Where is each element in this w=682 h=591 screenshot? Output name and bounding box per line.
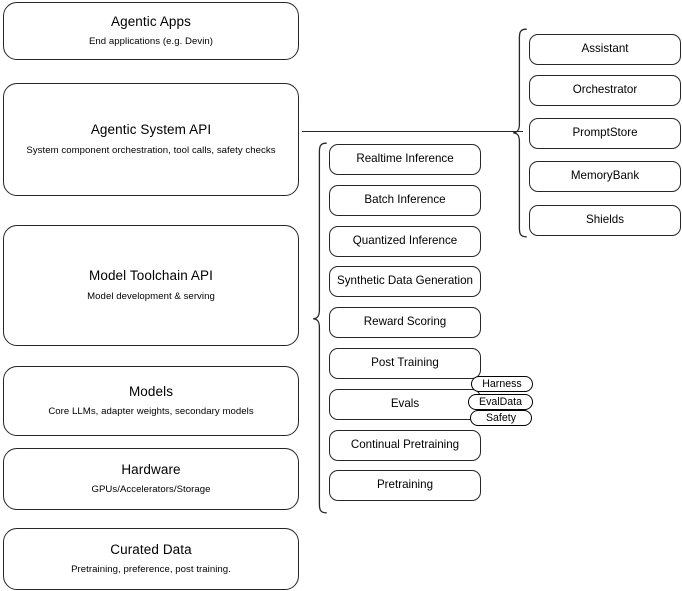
system-component-assistant[interactable]: Assistant: [529, 34, 681, 65]
connector-line-system-api-to-components: [302, 131, 523, 132]
evals-badge-evaldata[interactable]: EvalData: [468, 394, 533, 410]
capability-batch-inference[interactable]: Batch Inference: [329, 185, 481, 216]
layer-subtitle: Core LLMs, adapter weights, secondary mo…: [48, 406, 254, 418]
layer-title: Hardware: [121, 461, 181, 477]
capability-label: Batch Inference: [364, 193, 446, 207]
capability-post-training[interactable]: Post Training: [329, 348, 481, 379]
system-component-label: PromptStore: [572, 126, 638, 140]
layer-subtitle: GPUs/Accelerators/Storage: [91, 484, 211, 496]
layer-card-agentic-system-api[interactable]: Agentic System API System component orch…: [3, 83, 299, 196]
system-component-shields[interactable]: Shields: [529, 205, 681, 236]
capability-pretraining[interactable]: Pretraining: [329, 470, 481, 501]
layer-card-models[interactable]: Models Core LLMs, adapter weights, secon…: [3, 366, 299, 436]
evals-badge-label: EvalData: [479, 395, 522, 408]
capability-reward-scoring[interactable]: Reward Scoring: [329, 307, 481, 338]
capability-label: Post Training: [371, 356, 439, 370]
layer-title: Models: [128, 383, 174, 399]
evals-badge-label: Harness: [482, 377, 522, 390]
capability-label: Synthetic Data Generation: [337, 274, 473, 288]
layer-title: Agentic Apps: [110, 13, 191, 29]
capability-evals[interactable]: Evals: [329, 389, 481, 420]
layer-subtitle: Pretraining, preference, post training.: [71, 564, 231, 576]
layer-title: Agentic System API: [90, 122, 212, 138]
capability-label: Quantized Inference: [352, 234, 458, 248]
capability-continual-pretraining[interactable]: Continual Pretraining: [329, 430, 481, 461]
capability-label: Evals: [390, 397, 420, 411]
evals-badge-safety[interactable]: Safety: [470, 410, 532, 426]
system-component-orchestrator[interactable]: Orchestrator: [529, 75, 681, 106]
layer-card-hardware[interactable]: Hardware GPUs/Accelerators/Storage: [3, 448, 299, 510]
layer-card-model-toolchain-api[interactable]: Model Toolchain API Model development & …: [3, 225, 299, 346]
evals-badge-harness[interactable]: Harness: [471, 376, 533, 392]
evals-badge-label: Safety: [485, 411, 517, 424]
layer-title: Model Toolchain API: [89, 268, 213, 284]
system-component-memorybank[interactable]: MemoryBank: [529, 161, 681, 192]
capability-label: Realtime Inference: [356, 152, 454, 166]
brace-toolchain-capabilities: [312, 142, 327, 514]
layer-card-curated-data[interactable]: Curated Data Pretraining, preference, po…: [3, 528, 299, 590]
capability-quantized-inference[interactable]: Quantized Inference: [329, 226, 481, 257]
system-component-label: Shields: [585, 213, 625, 227]
capability-realtime-inference[interactable]: Realtime Inference: [329, 144, 481, 175]
system-component-label: Orchestrator: [572, 83, 638, 97]
layer-subtitle: System component orchestration, tool cal…: [26, 144, 276, 156]
layer-subtitle: End applications (e.g. Devin): [88, 36, 214, 48]
brace-system-components: [512, 28, 527, 238]
capability-label: Continual Pretraining: [350, 438, 460, 452]
capability-label: Reward Scoring: [363, 315, 447, 329]
system-component-label: Assistant: [581, 42, 629, 56]
capability-label: Pretraining: [376, 478, 434, 492]
layer-title: Curated Data: [110, 541, 192, 557]
system-component-label: MemoryBank: [570, 169, 640, 183]
system-component-promptstore[interactable]: PromptStore: [529, 118, 681, 149]
layer-subtitle: Model development & serving: [87, 290, 215, 302]
layer-card-agentic-apps[interactable]: Agentic Apps End applications (e.g. Devi…: [3, 2, 299, 60]
capability-synthetic-data-generation[interactable]: Synthetic Data Generation: [329, 266, 481, 297]
